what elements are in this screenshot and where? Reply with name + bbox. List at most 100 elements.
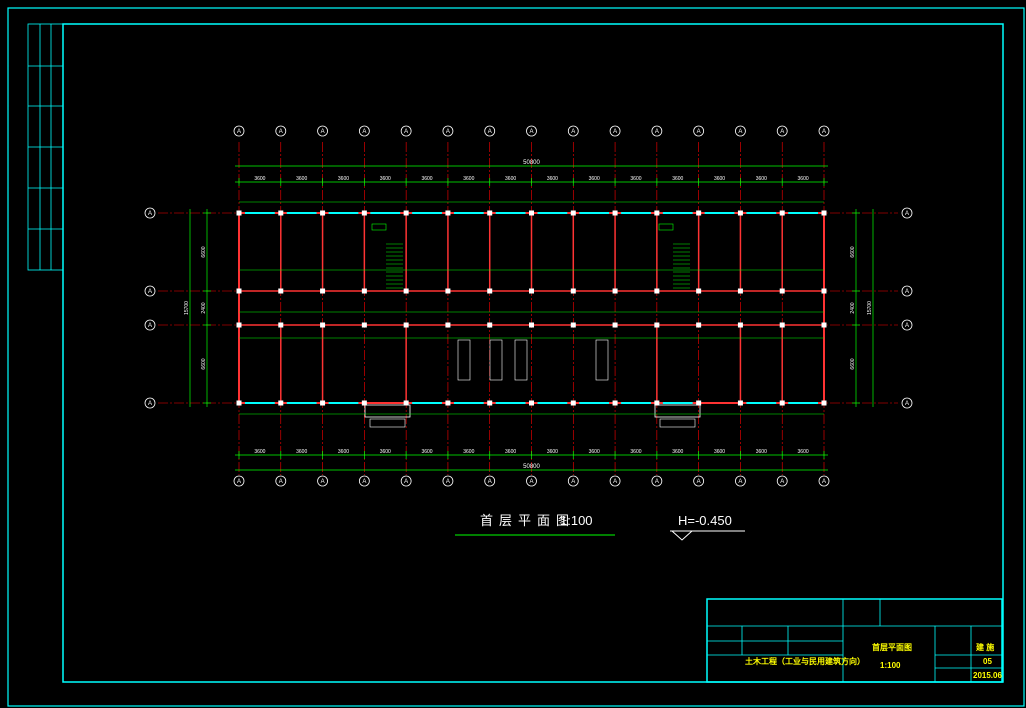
- column: [612, 288, 618, 294]
- column: [278, 210, 284, 216]
- column: [236, 400, 242, 406]
- column: [696, 288, 702, 294]
- axis-bubble: [317, 125, 328, 137]
- axis-label: A: [488, 129, 492, 135]
- axis-bubble: [693, 125, 705, 137]
- side-dimension-text: 6600: [850, 246, 856, 257]
- axis-label: A: [321, 479, 325, 485]
- axis-label: A: [148, 401, 152, 407]
- dimension-text: 3600: [672, 449, 683, 455]
- dimension-text: 3600: [338, 176, 349, 182]
- column: [529, 288, 534, 294]
- dimension-text: 3600: [756, 176, 767, 182]
- dimension-text: 3600: [547, 449, 558, 455]
- column: [278, 322, 284, 328]
- dimension-text: 3600: [798, 449, 809, 455]
- caption-scale: 1:100: [560, 513, 593, 528]
- column: [612, 400, 618, 406]
- axis-label: A: [780, 479, 784, 485]
- axis-bubble: [442, 125, 454, 137]
- column: [445, 322, 451, 328]
- dimension-text: 3600: [630, 176, 641, 182]
- fixture: [595, 339, 609, 381]
- axis-label: A: [404, 479, 408, 485]
- column: [445, 288, 451, 294]
- column: [612, 322, 618, 328]
- title-block: 土木工程（工业与民用建筑方向） 首层平面图 1:100 建 施 05 2015.…: [706, 598, 1003, 683]
- axis-bubble: [735, 475, 746, 487]
- tb-drawing-name: 首层平面图: [872, 642, 912, 652]
- axis-bubble: [442, 475, 454, 487]
- dimension-text: 3600: [463, 176, 474, 182]
- axis-bubble: [818, 475, 830, 487]
- axis-bubble: [144, 397, 156, 409]
- entrance-platform: [659, 418, 696, 428]
- dimension-text: 3600: [254, 449, 265, 455]
- dimension-text: 3600: [714, 449, 725, 455]
- column: [570, 322, 576, 328]
- column: [696, 210, 702, 216]
- binding-margin-table: [27, 23, 64, 271]
- dimension-text: 3600: [380, 449, 391, 455]
- axis-label: A: [529, 129, 533, 135]
- column: [779, 400, 785, 406]
- column: [654, 400, 660, 406]
- column: [529, 400, 534, 406]
- axis-label: A: [655, 479, 659, 485]
- side-dimension-text: 6600: [201, 246, 207, 257]
- column: [737, 288, 743, 294]
- column: [821, 400, 827, 406]
- column: [737, 210, 743, 216]
- dimension-total-text: 50800: [523, 464, 540, 470]
- column: [487, 400, 493, 406]
- axis-bubble: [651, 125, 663, 137]
- axis-bubble: [609, 125, 621, 137]
- column: [361, 288, 367, 294]
- column: [236, 210, 242, 216]
- axis-bubble: [901, 285, 913, 297]
- entrance-platform: [369, 418, 406, 428]
- column: [779, 322, 785, 328]
- axis-label: A: [822, 479, 826, 485]
- dimension-text: 3600: [547, 176, 558, 182]
- column: [278, 288, 284, 294]
- tb-date: 2015.06: [973, 671, 1002, 680]
- axis-label: A: [697, 479, 701, 485]
- column: [236, 288, 242, 294]
- axis-label: A: [738, 129, 742, 135]
- axis-bubble: [818, 125, 830, 137]
- column: [403, 400, 409, 406]
- side-dimension-total-text: 15700: [867, 301, 873, 315]
- column: [320, 322, 326, 328]
- dimension-text: 3600: [380, 176, 391, 182]
- axis-bubble: [400, 475, 412, 487]
- dimension-text: 3600: [296, 449, 307, 455]
- column: [570, 288, 576, 294]
- column: [696, 322, 702, 328]
- column: [361, 322, 367, 328]
- dimension-text: 3600: [589, 176, 600, 182]
- column: [570, 210, 576, 216]
- side-dimension-text: 6600: [201, 358, 207, 369]
- column: [612, 210, 618, 216]
- column: [487, 210, 493, 216]
- dimension-text: 3600: [505, 449, 516, 455]
- axis-label: A: [655, 129, 659, 135]
- column: [821, 210, 827, 216]
- column: [278, 400, 284, 406]
- dimension-text: 3600: [714, 176, 725, 182]
- axis-label: A: [613, 129, 617, 135]
- axis-label: A: [822, 129, 826, 135]
- axis-label: A: [404, 129, 408, 135]
- column: [236, 322, 242, 328]
- axis-bubble: [144, 285, 156, 297]
- dimension-text: 3600: [672, 176, 683, 182]
- axis-bubble: [233, 125, 245, 137]
- axis-bubble: [901, 319, 913, 331]
- column: [529, 210, 534, 216]
- column: [779, 288, 785, 294]
- drawing-caption: 首层平面图 1:100 H=-0.450: [455, 513, 745, 541]
- dimension-text: 3600: [463, 449, 474, 455]
- axis-label: A: [571, 479, 575, 485]
